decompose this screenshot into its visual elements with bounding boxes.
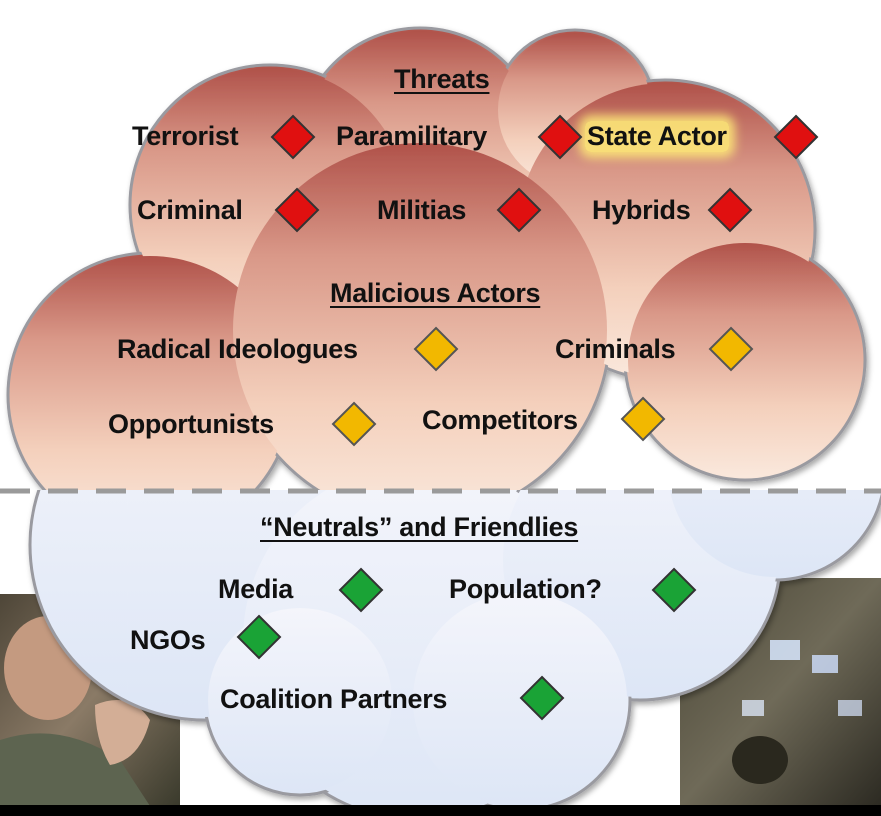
malicious-heading: Malicious Actors [330, 278, 541, 308]
neutrals-heading: “Neutrals” and Friendlies [260, 512, 579, 542]
malicious-diamond-icon [331, 401, 377, 447]
friendly-diamond-icon [519, 675, 565, 721]
threat-diamond-icon [496, 187, 542, 233]
friendly-population: Population? [449, 574, 602, 604]
friendly-diamond-icon [236, 614, 282, 660]
malicious-competitors: Competitors [422, 405, 578, 435]
malicious-radical-ideologues: Radical Ideologues [117, 334, 358, 364]
malicious-diamond-icon [413, 326, 459, 372]
threat-hybrids: Hybrids [592, 195, 691, 225]
friendly-coalition-partners: Coalition Partners [220, 684, 448, 714]
threat-paramilitary: Paramilitary [336, 121, 487, 151]
threat-diamond-icon [537, 114, 583, 160]
threats-heading: Threats [394, 64, 490, 94]
threat-militias: Militias [377, 195, 467, 225]
malicious-diamond-icon [708, 326, 754, 372]
threat-diamond-icon [274, 187, 320, 233]
cloud-lower [28, 490, 881, 816]
friendly-diamond-icon [338, 567, 384, 613]
threat-criminal: Criminal [137, 195, 243, 225]
friendly-media: Media [218, 574, 294, 604]
malicious-opportunists: Opportunists [108, 409, 274, 439]
threat-state-actor: State Actor [585, 121, 729, 152]
threat-diamond-icon [773, 114, 819, 160]
malicious-criminals: Criminals [555, 334, 676, 364]
friendly-ngos: NGOs [130, 625, 206, 655]
threat-terrorist: Terrorist [132, 121, 239, 151]
threat-diamond-icon [270, 114, 316, 160]
friendly-diamond-icon [651, 567, 697, 613]
malicious-diamond-icon [620, 396, 666, 442]
bottom-bar [0, 805, 881, 816]
threat-diamond-icon [707, 187, 753, 233]
